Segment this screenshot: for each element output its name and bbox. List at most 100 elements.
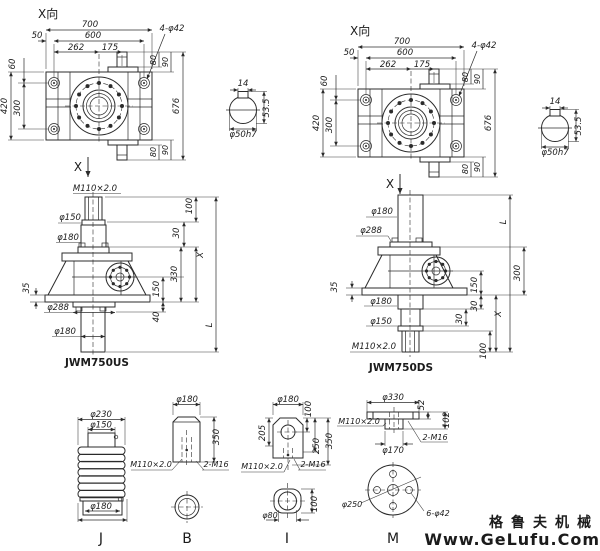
section-arrow-label: X [386, 177, 394, 191]
dim-60: 60 [320, 76, 330, 87]
watermark: 格鲁夫机械 Www.GeLufu.Com [424, 514, 600, 549]
dim-phi180-b: φ180 [176, 395, 198, 405]
dim-30b-ds: 30 [455, 314, 465, 325]
top-left-flange-view: X向 700 600 50 262 175 4-φ42 60 420 300 6… [0, 6, 186, 177]
top-right-flange-view: X向 700 600 50 262 175 4-φ42 60 420 300 6… [312, 23, 498, 194]
dim-175: 175 [102, 43, 118, 53]
dim-175: 175 [414, 60, 430, 70]
dim-52-m: 52 [417, 400, 427, 411]
dim-80-bottom: 80 [149, 147, 158, 157]
dim-676: 676 [172, 97, 182, 114]
dim-300-ds: 300 [513, 265, 523, 281]
view-direction-label: X向 [350, 23, 370, 38]
detail-label-j: J [98, 531, 103, 547]
dim-30-us: 30 [172, 228, 182, 239]
dim-90-top: 90 [473, 74, 482, 84]
dim-phi180-bottom-ds: φ180 [370, 297, 392, 307]
detail-j-bellows: φ230 φ150 φ180 J [77, 410, 128, 547]
dim-100-bottom-i: 100 [310, 496, 320, 512]
dim-l-ds: L [499, 219, 509, 224]
dim-300: 300 [325, 117, 335, 133]
dim-x-us: X [196, 252, 206, 259]
dim-700: 700 [394, 37, 410, 47]
section-arrow-label: X [74, 160, 82, 174]
dim-420: 420 [0, 98, 10, 114]
dim-phi150-ds: φ150 [370, 317, 392, 327]
dim-300: 300 [13, 100, 23, 116]
dim-phi330-m: φ330 [382, 393, 404, 403]
detail-m-flange: φ330 52 102 M110×2.0 2-M16 φ170 φ250 6-φ… [337, 393, 452, 547]
dim-90-bottom: 90 [473, 162, 482, 172]
model-label-us: JWM750US [64, 357, 129, 369]
dim-100-us: 100 [185, 198, 195, 214]
dim-600: 600 [85, 31, 101, 41]
watermark-brand-cn: 格鲁夫机械 [489, 514, 599, 531]
dim-phi150-us: φ150 [59, 213, 81, 223]
dim-key-14: 14 [550, 97, 561, 107]
dim-l-us: L [205, 322, 215, 327]
watermark-url: Www.GeLufu.Com [424, 530, 600, 549]
dim-phi50h7: φ50h7 [229, 130, 257, 140]
dim-x-ds: X [494, 311, 504, 318]
dim-30a-ds: 30 [470, 301, 480, 312]
detail-i-clevis: φ180 100 205 250 350 M110×2.0 2-M16 100 … [241, 395, 335, 547]
dim-700: 700 [82, 20, 98, 30]
dim-35-ds: 35 [330, 282, 340, 293]
dim-53-5: 53.5 [574, 117, 584, 136]
detail-b-end-cap: φ180 350 M110×2.0 2-M16 B [130, 395, 229, 547]
dim-40-us: 40 [152, 312, 162, 323]
dim-80-top: 80 [461, 72, 470, 82]
dim-phi180-i: φ180 [277, 395, 299, 405]
dim-262: 262 [380, 60, 396, 70]
dim-phi230-j: φ230 [90, 410, 112, 420]
dim-key-14: 14 [238, 79, 249, 89]
dim-80-top: 80 [149, 55, 158, 65]
dim-phi180-bottom-us: φ180 [54, 327, 76, 337]
detail-label-i: I [285, 531, 289, 547]
dim-phi150-j: φ150 [90, 421, 112, 431]
dim-35-us: 35 [22, 283, 32, 294]
shaft-section-left: 14 53.5 φ50h7 [226, 79, 272, 140]
dim-80-bottom: 80 [461, 164, 470, 174]
dim-phi288-us: φ288 [47, 303, 69, 313]
dim-50: 50 [344, 48, 355, 58]
dim-phi170-m: φ170 [382, 446, 404, 456]
dim-100-ds: 100 [479, 343, 489, 359]
dim-phi180-top-ds: φ180 [371, 207, 393, 217]
dim-tap-b: 2-M16 [203, 460, 228, 469]
dim-205-i: 205 [258, 425, 268, 441]
dim-60: 60 [8, 59, 18, 70]
dim-phi180-top-us: φ180 [57, 233, 79, 243]
dim-100-i: 100 [304, 401, 314, 417]
dim-thread-ds: M110×2.0 [352, 342, 396, 352]
dim-4-phi42: 4-φ42 [160, 24, 185, 34]
detail-label-b: B [182, 531, 192, 547]
shaft-section-right: 14 53.5 φ50h7 [538, 97, 584, 158]
dim-330-us: 330 [170, 266, 180, 282]
detail-label-m: M [387, 531, 399, 547]
dim-6-phi42-m: 6-φ42 [426, 509, 449, 518]
dim-90-bottom: 90 [161, 145, 170, 155]
dim-tap-m: 2-M16 [422, 433, 447, 442]
dim-250-i: 250 [312, 438, 322, 454]
dim-420: 420 [312, 115, 322, 131]
dim-4-phi42: 4-φ42 [472, 41, 497, 51]
model-label-ds: JWM750DS [368, 362, 433, 374]
dim-phi80-i: φ80 [262, 511, 277, 520]
dim-350-b: 350 [212, 429, 222, 445]
dim-phi180-j: φ180 [90, 502, 112, 512]
dim-thread-us: M110×2.0 [73, 184, 117, 194]
dim-102-m: 102 [442, 412, 452, 428]
dim-150-ds: 150 [470, 277, 480, 293]
dim-phi250-m: φ250 [342, 500, 363, 509]
dim-phi288-ds: φ288 [360, 226, 382, 236]
dim-phi50h7: φ50h7 [541, 148, 569, 158]
dim-53-5: 53.5 [262, 99, 272, 118]
dim-50: 50 [32, 31, 43, 41]
dim-600: 600 [397, 48, 413, 58]
jwm750us-view: M110×2.0 φ150 φ180 φ288 φ180 35 100 30 X… [22, 184, 219, 369]
dim-262: 262 [68, 43, 84, 53]
view-direction-label: X向 [38, 6, 58, 21]
